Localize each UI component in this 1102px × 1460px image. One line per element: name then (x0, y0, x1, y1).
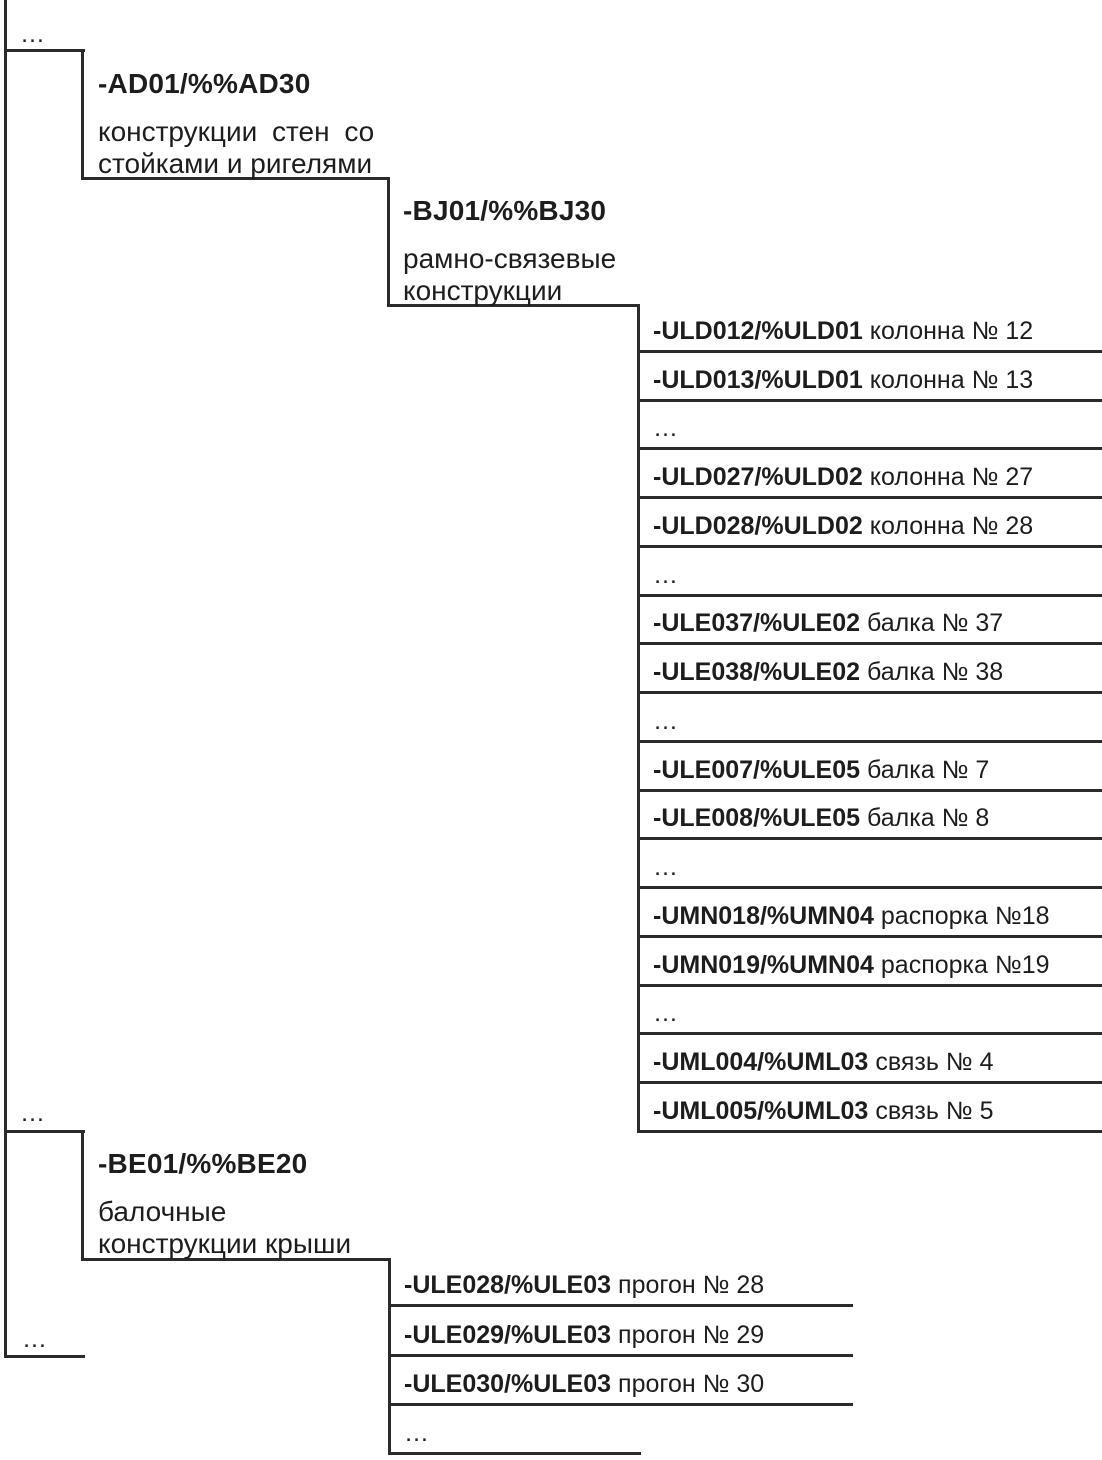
item-code: -UMN018/%UMN04 (653, 901, 874, 930)
branch-be-vertical-line (81, 1130, 84, 1261)
item-label: … (653, 999, 678, 1028)
item-label: прогон № 29 (618, 1320, 765, 1349)
item-code: -ULD028/%ULD02 (653, 511, 863, 540)
item-label: балка № 38 (867, 658, 1004, 686)
branch-be-description-line1: балочные (98, 1196, 227, 1227)
branch-be-description-line2: конструкции крыши (98, 1228, 352, 1259)
item-label: прогон № 30 (618, 1369, 765, 1398)
item-code: -UML004/%UML03 (653, 1048, 869, 1076)
item-code: -UML005/%UML03 (653, 1096, 869, 1125)
component-row-ellipsis: … (391, 1406, 641, 1455)
item-label: прогон № 28 (618, 1271, 765, 1300)
item-code: -ULD013/%ULD01 (653, 365, 863, 394)
item-label: … (653, 706, 678, 735)
item-code: -ULD027/%ULD02 (653, 463, 863, 491)
item-label: … (653, 560, 678, 589)
branch-bj-block: -BJ01/%%BJ30 рамно-связевые конструкции (403, 195, 616, 307)
item-label: колонна № 12 (869, 316, 1034, 345)
branch-be-code: -BE01/%%BE20 (98, 1148, 308, 1179)
component-row-ellipsis: … (640, 987, 1102, 1036)
component-row-ellipsis: … (640, 840, 1102, 889)
item-label: … (404, 1419, 429, 1447)
spine-ellipsis-top: … (20, 20, 45, 48)
branch-be-horizontal-line (81, 1258, 391, 1261)
branch-bj-code: -BJ01/%%BJ30 (403, 195, 607, 226)
item-label: балка № 7 (867, 755, 990, 784)
branch-bj-horizontal-line (387, 304, 640, 307)
item-label: … (653, 853, 678, 881)
component-row-ellipsis: … (640, 402, 1102, 451)
item-label: колонна № 28 (869, 511, 1034, 540)
branch-ad-block: -AD01/%%AD30 конструкции стен со стойкам… (98, 68, 374, 180)
component-row-ellipsis: … (640, 694, 1102, 743)
item-code: -ULE030/%ULE03 (404, 1369, 612, 1398)
item-code: -ULE008/%ULE05 (653, 804, 861, 833)
item-code: -ULE028/%ULE03 (404, 1271, 612, 1300)
branch-bj-vertical-line (387, 177, 390, 307)
branch-be-stub-line (4, 1130, 85, 1133)
component-row-ellipsis: … (640, 548, 1102, 597)
item-label: балка № 8 (867, 804, 990, 833)
item-label: … (653, 414, 678, 443)
tree-spine-line (4, 0, 7, 1358)
item-code: -UMN019/%UMN04 (653, 950, 874, 979)
item-code: -ULD012/%ULD01 (653, 316, 863, 345)
item-label: распорка №18 (880, 901, 1050, 930)
item-label: связь № 5 (875, 1096, 994, 1125)
item-label: распорка №19 (880, 950, 1050, 979)
branch-ad-horizontal-line (81, 177, 390, 180)
item-code: -ULE029/%ULE03 (404, 1320, 612, 1349)
item-code: -ULE007/%ULE05 (653, 755, 861, 784)
branch-ad-stub-line (4, 49, 85, 52)
branch-be-block: -BE01/%%BE20 балочные конструкции крыши (98, 1148, 351, 1260)
branch-ad-description-line1: конструкции стен со (98, 116, 375, 147)
branch-ad-description-line2: стойками и ригелями (98, 148, 373, 179)
item-label: связь № 4 (875, 1048, 994, 1076)
branch-bj-description-line1: рамно-связевые (403, 243, 617, 274)
spine-ellipsis-bottom: … (22, 1325, 47, 1353)
spine-bottom-stub-line (4, 1355, 85, 1358)
item-label: колонна № 13 (869, 365, 1034, 394)
branch-ad-code: -AD01/%%AD30 (98, 68, 311, 99)
item-code: -ULE037/%ULE02 (653, 609, 861, 638)
item-label: балка № 37 (867, 609, 1004, 638)
branch-ad-vertical-line (81, 49, 84, 180)
spine-ellipsis-mid: … (20, 1099, 45, 1127)
branch-bj-description-line2: конструкции (403, 275, 563, 306)
item-code: -ULE038/%ULE02 (653, 658, 861, 686)
item-label: колонна № 27 (869, 463, 1034, 491)
